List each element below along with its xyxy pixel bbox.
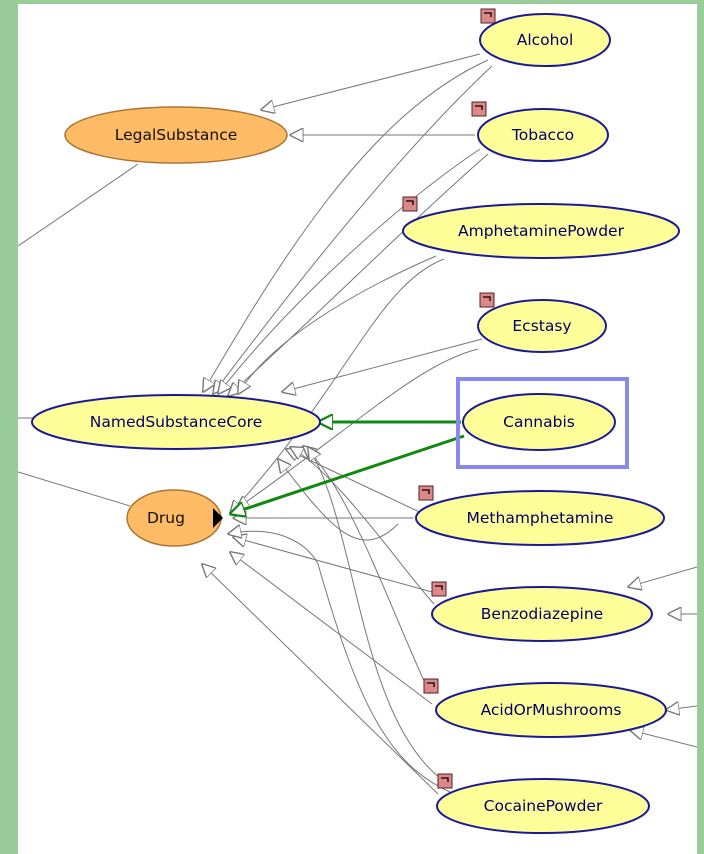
selection-highlight (456, 377, 629, 469)
methamphetamine-badge-icon (418, 485, 434, 501)
node-alcohol-label: Alcohol (517, 31, 574, 49)
node-methamphetamine[interactable]: Methamphetamine (415, 490, 665, 546)
node-drug-label: Drug (147, 509, 185, 527)
node-amphetamine-powder[interactable]: AmphetaminePowder (402, 203, 680, 259)
node-acid-or-mushrooms[interactable]: AcidOrMushrooms (435, 682, 667, 738)
node-acid-or-mushrooms-label: AcidOrMushrooms (481, 701, 622, 719)
node-legal-substance-label: LegalSubstance (115, 126, 238, 144)
node-cocaine-powder[interactable]: CocainePowder (436, 778, 650, 834)
amphetamine-badge-icon (402, 196, 418, 212)
alcohol-badge-icon (480, 8, 496, 24)
benzodiazepine-badge-icon (431, 581, 447, 597)
node-amphetamine-powder-label: AmphetaminePowder (458, 222, 625, 240)
node-badges (402, 8, 496, 789)
node-cannabis-label: Cannabis (503, 413, 575, 431)
node-tobacco[interactable]: Tobacco (477, 108, 609, 162)
edges-offscreen (18, 163, 697, 748)
expand-arrow-icon[interactable] (213, 508, 223, 528)
node-methamphetamine-label: Methamphetamine (467, 509, 614, 527)
node-ecstasy-label: Ecstasy (512, 317, 571, 335)
node-named-substance-core-label: NamedSubstanceCore (90, 413, 262, 431)
node-tobacco-label: Tobacco (511, 126, 574, 144)
ecstasy-badge-icon (479, 292, 495, 308)
node-benzodiazepine-label: Benzodiazepine (481, 605, 603, 623)
highlighted-edges (230, 422, 465, 514)
tobacco-badge-icon (471, 101, 487, 117)
node-benzodiazepine[interactable]: Benzodiazepine (431, 586, 653, 642)
node-drug[interactable]: Drug (126, 489, 223, 547)
node-cocaine-powder-label: CocainePowder (484, 797, 603, 815)
node-ecstasy[interactable]: Ecstasy (477, 299, 607, 353)
node-alcohol[interactable]: Alcohol (479, 13, 611, 67)
subclass-edges (202, 53, 493, 795)
node-named-substance-core[interactable]: NamedSubstanceCore (31, 394, 321, 450)
cocaine-badge-icon (437, 773, 453, 789)
node-cannabis[interactable]: Cannabis (462, 393, 616, 451)
ontology-graph: Alcohol Tobacco LegalSubstance Amphetami… (18, 8, 697, 834)
acid-badge-icon (423, 678, 439, 694)
node-legal-substance[interactable]: LegalSubstance (64, 106, 288, 164)
graph-canvas[interactable]: Alcohol Tobacco LegalSubstance Amphetami… (18, 4, 697, 854)
